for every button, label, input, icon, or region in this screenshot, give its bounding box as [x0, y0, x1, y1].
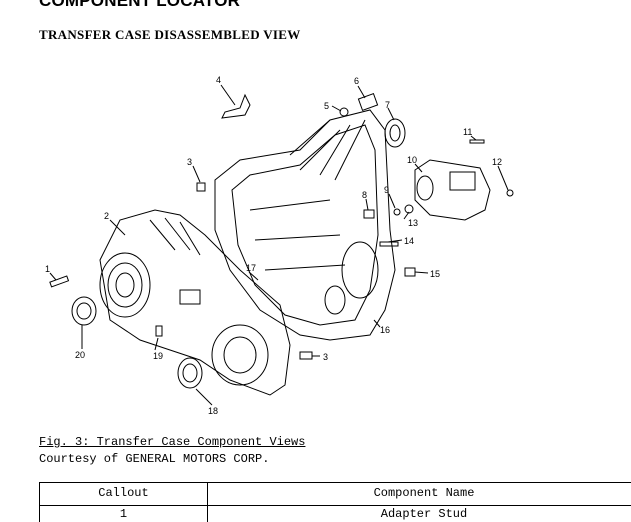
table-header-row: Callout Component Name: [40, 483, 631, 506]
seal-7: [384, 118, 406, 148]
plug-8: [363, 209, 375, 219]
callout-10: 10: [407, 155, 417, 165]
callout-12: 12: [492, 157, 502, 167]
callout-4: 4: [216, 75, 221, 85]
callout-19: 19: [153, 351, 163, 361]
bolt-12: [506, 189, 514, 197]
figure-caption: Fig. 3: Transfer Case Component Views: [39, 435, 306, 449]
callout-11: 11: [463, 127, 472, 137]
figure-courtesy: Courtesy of GENERAL MOTORS CORP.: [39, 452, 270, 466]
callout-18: 18: [208, 406, 218, 416]
bolt-11: [469, 139, 485, 144]
ring-5: [339, 107, 349, 117]
callout-1: 1: [45, 264, 50, 274]
seal-20: [71, 296, 97, 326]
dowel-3-bottom: [299, 351, 313, 360]
pin-19: [155, 325, 163, 337]
callout-15: 15: [430, 269, 440, 279]
callout-5: 5: [324, 101, 329, 111]
bolt-13: [404, 204, 414, 214]
plug-15: [404, 267, 416, 277]
stud-1: [49, 275, 70, 288]
section-subtitle: TRANSFER CASE DISASSEMBLED VIEW: [39, 27, 301, 42]
callout-9: 9: [384, 185, 389, 195]
exploded-view-diagram: 1 2 3 4 5 6 7 8 9 10 11 12 13 14 15 16 1…: [45, 75, 514, 416]
front-case-half: [99, 209, 291, 396]
callout-20: 20: [75, 350, 85, 360]
header-callout: Callout: [40, 483, 208, 505]
component-table: Callout Component Name 1 Adapter Stud: [39, 482, 631, 522]
washer-9: [393, 208, 401, 216]
table-row: 1 Adapter Stud: [40, 506, 631, 522]
callout-17: 17: [246, 263, 256, 273]
callout-2: 2: [104, 211, 109, 221]
callout-3: 3: [187, 157, 192, 167]
page-title: COMPONENT LOCATOR: [39, 0, 241, 10]
pin-14: [379, 241, 399, 247]
cell-callout: 1: [40, 506, 208, 522]
bracket-4: [221, 93, 251, 119]
callout-7: 7: [385, 100, 390, 110]
callout-6: 6: [354, 76, 359, 86]
leader-lines: [49, 84, 509, 406]
encoder-motor-10: [414, 159, 491, 221]
rear-case-half: [214, 109, 396, 341]
callout-16: 16: [380, 325, 390, 335]
cell-component-name: Adapter Stud: [380, 507, 468, 521]
dowel-3-top: [196, 182, 206, 192]
seal-18: [177, 357, 203, 389]
header-component-name: Component Name: [373, 486, 475, 500]
callout-8: 8: [362, 190, 367, 200]
callout-3-lower: 3: [323, 352, 328, 362]
sensor-6: [357, 92, 379, 112]
callout-14: 14: [404, 236, 414, 246]
callout-labels: 1 2 3 4 5 6 7 8 9 10 11 12 13 14 15 16 1…: [45, 75, 502, 416]
callout-13: 13: [408, 218, 418, 228]
